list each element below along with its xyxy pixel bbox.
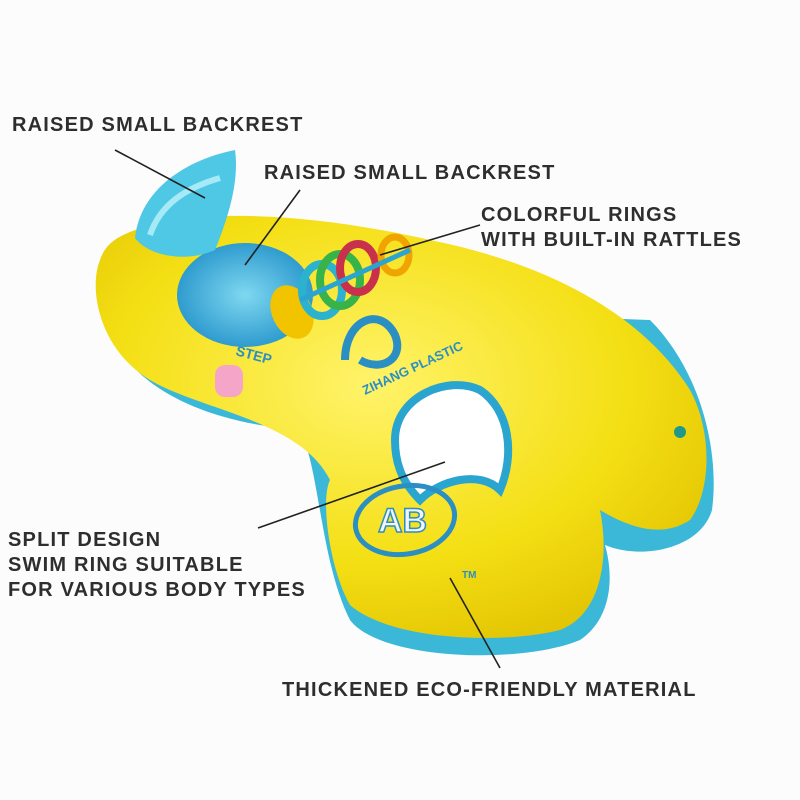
label-line: SPLIT DESIGN xyxy=(8,529,162,551)
backrest-highlight xyxy=(147,175,221,237)
label-line: WITH BUILT-IN RATTLES xyxy=(481,229,743,251)
tm-mark: TM xyxy=(462,570,476,581)
label-material: THICKENED ECO-FRIENDLY MATERIAL xyxy=(282,679,697,701)
valve xyxy=(674,426,686,438)
label-backrest-1: RAISED SMALL BACKREST xyxy=(12,114,304,136)
label-backrest-2: RAISED SMALL BACKREST xyxy=(264,162,556,184)
ab-mark: AB xyxy=(378,502,427,540)
label-line: FOR VARIOUS BODY TYPES xyxy=(8,579,306,601)
backrest xyxy=(135,150,236,257)
label-colorful-rings: COLORFUL RINGS WITH BUILT-IN RATTLES xyxy=(481,203,742,253)
number-badge xyxy=(215,365,243,397)
ring-hole xyxy=(390,381,513,506)
rattle-rings xyxy=(270,233,413,339)
ab-logo-ring xyxy=(352,482,458,558)
label-split-design: SPLIT DESIGN SWIM RING SUITABLE FOR VARI… xyxy=(8,528,306,603)
leader-lines xyxy=(114,149,501,669)
label-line: SWIM RING SUITABLE xyxy=(8,554,244,576)
label-line: COLORFUL RINGS xyxy=(481,204,678,226)
brand-logo xyxy=(341,315,402,369)
